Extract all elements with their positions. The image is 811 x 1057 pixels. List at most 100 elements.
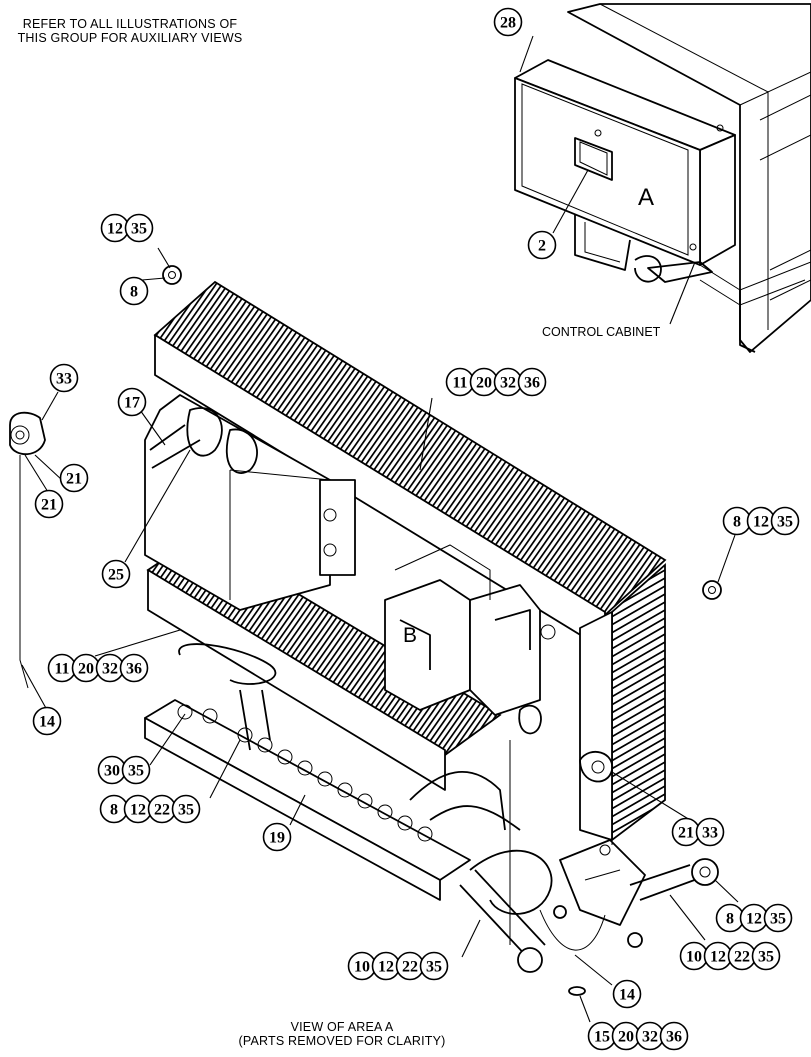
callout-number: 12 — [753, 514, 769, 531]
callout-number: 35 — [426, 959, 442, 976]
callout-number: 21 — [41, 497, 57, 514]
callout-circle — [527, 230, 557, 260]
callout-circle — [49, 363, 79, 393]
callout-number: 19 — [269, 830, 285, 847]
control-cabinet-label: CONTROL CABINET — [542, 325, 661, 339]
callout-circle — [59, 463, 89, 493]
callout-group-right-bolt: 8 12 35 — [722, 506, 800, 536]
callout-number: 14 — [39, 714, 55, 731]
callout-number: 35 — [178, 802, 194, 819]
callout-number: 33 — [702, 825, 718, 842]
callout-number: 11 — [452, 375, 467, 392]
callout-number: 8 — [130, 284, 138, 301]
callout-group-tie-25: 25 — [101, 559, 131, 589]
callout-circle — [32, 706, 62, 736]
callout-group-washer-15-20-32-36: 15 20 32 36 — [587, 1021, 689, 1051]
callout-circle — [124, 213, 154, 243]
callout-number: 22 — [154, 802, 170, 819]
callout-number: 30 — [104, 763, 120, 780]
callout-number: 33 — [56, 371, 72, 388]
callout-number: 36 — [126, 661, 142, 678]
leader-lines — [21, 35, 739, 1023]
callout-circle — [171, 794, 201, 824]
callout-number: 20 — [476, 375, 492, 392]
callout-group-bolt-12-35: 12 35 — [100, 213, 154, 243]
control-cabinet: A CONTROL CABINET — [514, 3, 811, 353]
callout-number: 12 — [130, 802, 146, 819]
callout-group-cab-28: 28 — [493, 7, 523, 37]
callout-number: 35 — [777, 514, 793, 531]
callout-group-block-30-35: 30 35 — [97, 755, 151, 785]
callout-circle — [101, 559, 131, 589]
callout-number: 32 — [102, 661, 118, 678]
header-note: REFER TO ALL ILLUSTRATIONS OF THIS GROUP… — [10, 17, 250, 45]
callout-circle — [121, 755, 151, 785]
footer-note-line-2: (PARTS REMOVED FOR CLARITY) — [238, 1034, 446, 1048]
footer-note: VIEW OF AREA A (PARTS REMOVED FOR CLARIT… — [222, 1020, 462, 1048]
callout-group-cab-2: 2 — [527, 230, 557, 260]
callout-circle — [119, 276, 149, 306]
callout-group-grommet-21a: 21 — [59, 463, 89, 493]
callout-number: 15 — [594, 1029, 610, 1046]
header-note-line-1: REFER TO ALL ILLUSTRATIONS OF — [22, 17, 238, 31]
callout-group-lug-8-12-35: 8 12 35 — [715, 903, 793, 933]
callout-number: 2 — [538, 238, 546, 255]
footer-note-line-1: VIEW OF AREA A — [290, 1020, 394, 1034]
callout-group-wire-14-right: 14 — [612, 979, 642, 1009]
callout-number: 14 — [619, 987, 635, 1004]
callout-number: 8 — [733, 514, 741, 531]
area-a-label: A — [638, 184, 654, 211]
callout-number: 20 — [618, 1029, 634, 1046]
callout-number: 35 — [770, 911, 786, 928]
callout-number: 36 — [666, 1029, 682, 1046]
callout-number: 12 — [378, 959, 394, 976]
callout-number: 32 — [642, 1029, 658, 1046]
callout-number: 12 — [746, 911, 762, 928]
callout-number: 17 — [124, 395, 140, 412]
callout-group-lug-10-12-22-35-center: 10 12 22 35 — [347, 951, 449, 981]
callout-number: 21 — [66, 471, 82, 488]
callout-number: 35 — [128, 763, 144, 780]
callout-circle — [419, 951, 449, 981]
callout-number: 8 — [726, 911, 734, 928]
callout-circle — [493, 7, 523, 37]
callout-number: 22 — [402, 959, 418, 976]
callout-circle — [517, 367, 547, 397]
callout-number: 28 — [500, 15, 516, 32]
callout-group-rail-top: 11 20 32 36 — [445, 367, 547, 397]
callout-group-lug-10-12-22-35-right: 10 12 22 35 — [679, 941, 781, 971]
callout-number: 35 — [758, 949, 774, 966]
callout-group-bolt-8: 8 — [119, 276, 149, 306]
callout-number: 32 — [500, 375, 516, 392]
callout-circle — [612, 979, 642, 1009]
callout-group-wire-14-left: 14 — [32, 706, 62, 736]
callout-circle — [751, 941, 781, 971]
callout-group-strap-17: 17 — [117, 387, 147, 417]
callout-number: 12 — [107, 221, 123, 238]
callout-group-grommet-21-33: 21 33 — [671, 817, 725, 847]
callout-number: 8 — [110, 802, 118, 819]
callout-circle — [262, 822, 292, 852]
callout-circle — [119, 653, 149, 683]
callout-circle — [770, 506, 800, 536]
callout-group-grommet-33: 33 — [49, 363, 79, 393]
callout-circle — [763, 903, 793, 933]
area-b-label: B — [403, 624, 417, 647]
callout-number: 35 — [131, 221, 147, 238]
callout-number: 12 — [710, 949, 726, 966]
callout-number: 25 — [108, 567, 124, 584]
callout-group-block-8-12-22-35: 8 12 22 35 — [99, 794, 201, 824]
callout-number: 10 — [686, 949, 702, 966]
callout-number: 22 — [734, 949, 750, 966]
callout-number: 10 — [354, 959, 370, 976]
callout-number: 36 — [524, 375, 540, 392]
callout-number: 11 — [54, 661, 69, 678]
callout-number: 21 — [678, 825, 694, 842]
callout-circle — [34, 489, 64, 519]
callout-circle — [659, 1021, 689, 1051]
callout-group-terminal-19: 19 — [262, 822, 292, 852]
header-note-line-2: THIS GROUP FOR AUXILIARY VIEWS — [17, 31, 243, 45]
